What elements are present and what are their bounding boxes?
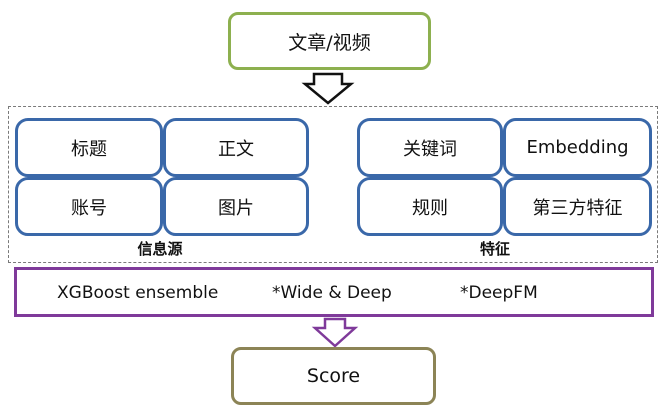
info-source-label: 账号 bbox=[71, 197, 107, 219]
feature-label: 第三方特征 bbox=[532, 197, 623, 219]
output-node-label: Score bbox=[306, 365, 361, 387]
info-source-account: 账号 bbox=[15, 177, 163, 236]
feature-embedding: Embedding bbox=[503, 118, 652, 177]
model-deepfm: *DeepFM bbox=[460, 283, 538, 303]
info-sources-caption: 信息源 bbox=[137, 240, 183, 258]
output-node: Score bbox=[231, 347, 436, 405]
info-source-image: 图片 bbox=[163, 177, 309, 236]
feature-third-party: 第三方特征 bbox=[503, 177, 652, 236]
info-source-label: 图片 bbox=[218, 197, 254, 219]
models-bar bbox=[14, 267, 654, 317]
info-source-title: 标题 bbox=[15, 118, 163, 177]
input-node: 文章/视频 bbox=[228, 12, 431, 70]
feature-label: 规则 bbox=[412, 197, 448, 219]
features-caption: 特征 bbox=[479, 240, 510, 258]
feature-label: 关键词 bbox=[403, 138, 457, 160]
input-group-container bbox=[8, 106, 658, 263]
model-wide-deep: *Wide & Deep bbox=[272, 283, 392, 303]
down-arrow-icon bbox=[301, 72, 355, 105]
feature-keywords: 关键词 bbox=[357, 118, 503, 177]
feature-label: Embedding bbox=[526, 137, 629, 158]
input-node-label: 文章/视频 bbox=[288, 31, 371, 54]
info-source-label: 标题 bbox=[71, 138, 107, 160]
info-source-label: 正文 bbox=[218, 138, 254, 160]
down-arrow-icon bbox=[311, 317, 359, 348]
model-xgboost: XGBoost ensemble bbox=[57, 283, 219, 303]
info-source-body: 正文 bbox=[163, 118, 309, 177]
feature-rules: 规则 bbox=[357, 177, 503, 236]
